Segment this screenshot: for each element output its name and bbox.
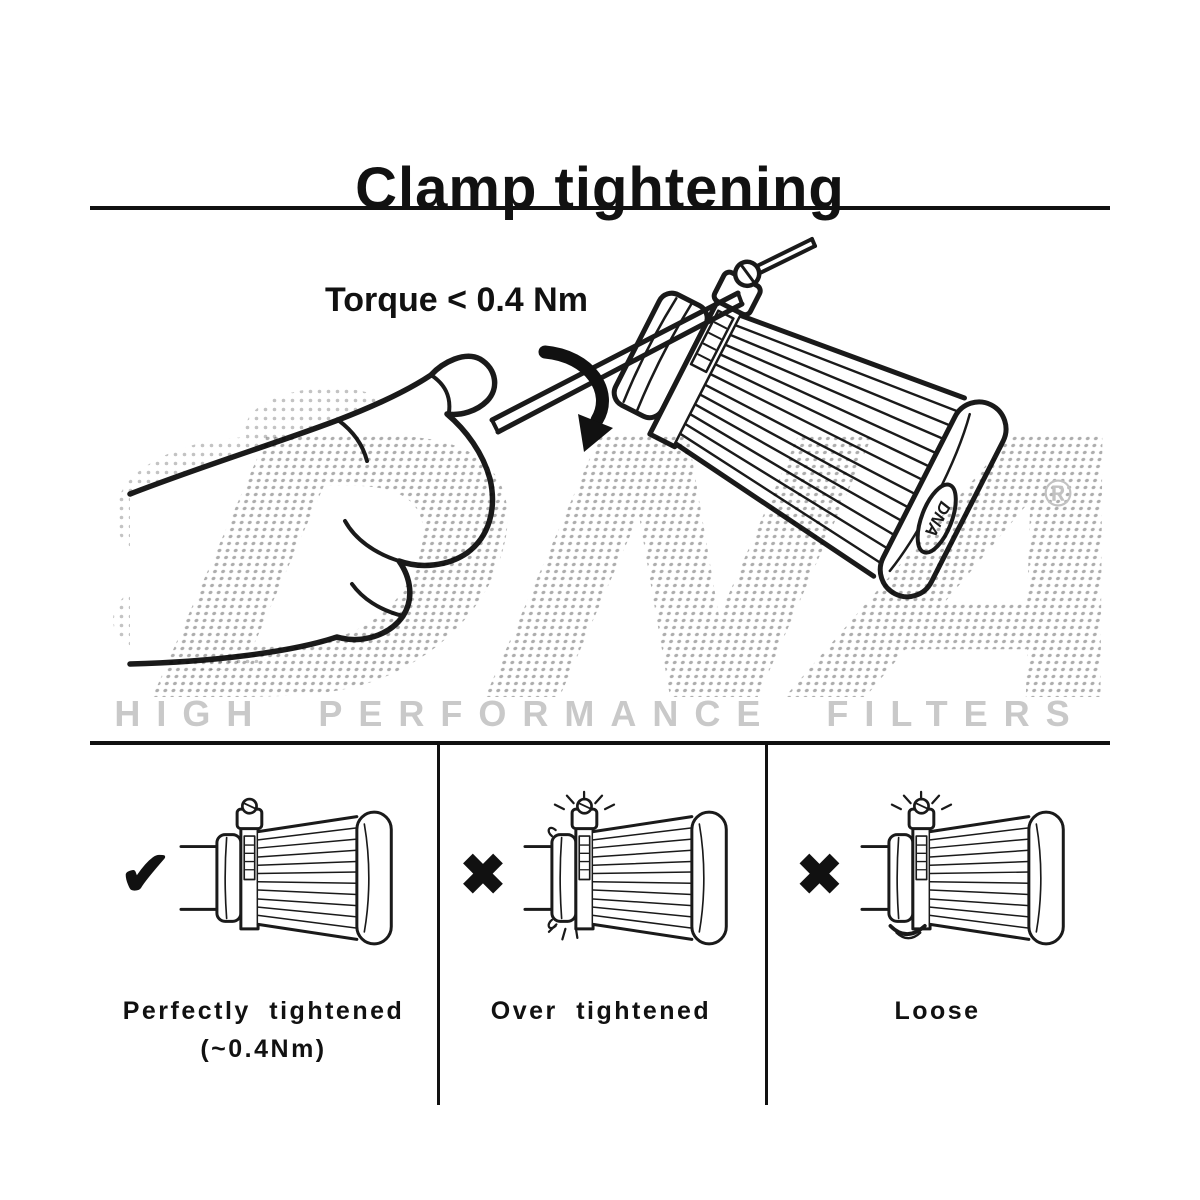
worm-screw-rod (754, 236, 817, 275)
panel-loose-art: ✖ (765, 771, 1110, 979)
watermark-tagline: HIGH PERFORMANCE FILTERS (114, 693, 1086, 734)
rotation-arrow (538, 345, 613, 452)
registered-trademark-symbol: ® (1044, 473, 1072, 515)
cross-mark-icon: ✖ (796, 843, 843, 906)
panel-label-perfectly-tightened: Perfectly tightened (~0.4Nm) (122, 997, 405, 1063)
title-divider (90, 206, 1110, 210)
panel-divider-1 (437, 745, 440, 1105)
page-title: Clamp tightening (355, 155, 845, 221)
loose-burst-lines (890, 790, 953, 811)
panel-perfect-art: ✔ (90, 771, 437, 979)
panel-over-tightened: ✖ (437, 745, 765, 1105)
screwdriver (489, 290, 745, 435)
main-illustration: Torque < 0.4 Nm (0, 225, 1200, 782)
panel-loose: ✖ (765, 745, 1110, 1105)
torque-label: Torque < 0.4 Nm (325, 281, 588, 319)
filter-cone (673, 313, 967, 579)
filter-cap: DNA (877, 399, 1009, 600)
pipe-lines (179, 845, 221, 911)
filter-thumbnail-over-tightened (523, 790, 729, 946)
section-divider (90, 741, 1110, 745)
panel-perfectly-tightened: ✔ (90, 745, 437, 1105)
panel-divider-2 (765, 745, 768, 1105)
check-mark-icon: ✔ (119, 840, 172, 909)
dna-badge (915, 482, 958, 555)
panel-label-loose: Loose (894, 997, 981, 1025)
filter-thumbnail-perfect (179, 797, 394, 946)
comparison-panels: ✔ (90, 745, 1110, 1105)
panel-label-over-tightened: Over tightened (490, 997, 712, 1025)
filter-thumbnail-loose (860, 790, 1065, 946)
cross-mark-icon: ✖ (459, 843, 507, 906)
hand-screwdriver-filter-illustration: DNA (113, 236, 1009, 670)
panel-over-art: ✖ (437, 771, 765, 979)
hand-illustration (127, 353, 498, 667)
over-tight-burst-lines (548, 790, 616, 941)
air-filter-illustration: DNA (611, 236, 1009, 600)
loose-gap-lines (888, 924, 927, 940)
